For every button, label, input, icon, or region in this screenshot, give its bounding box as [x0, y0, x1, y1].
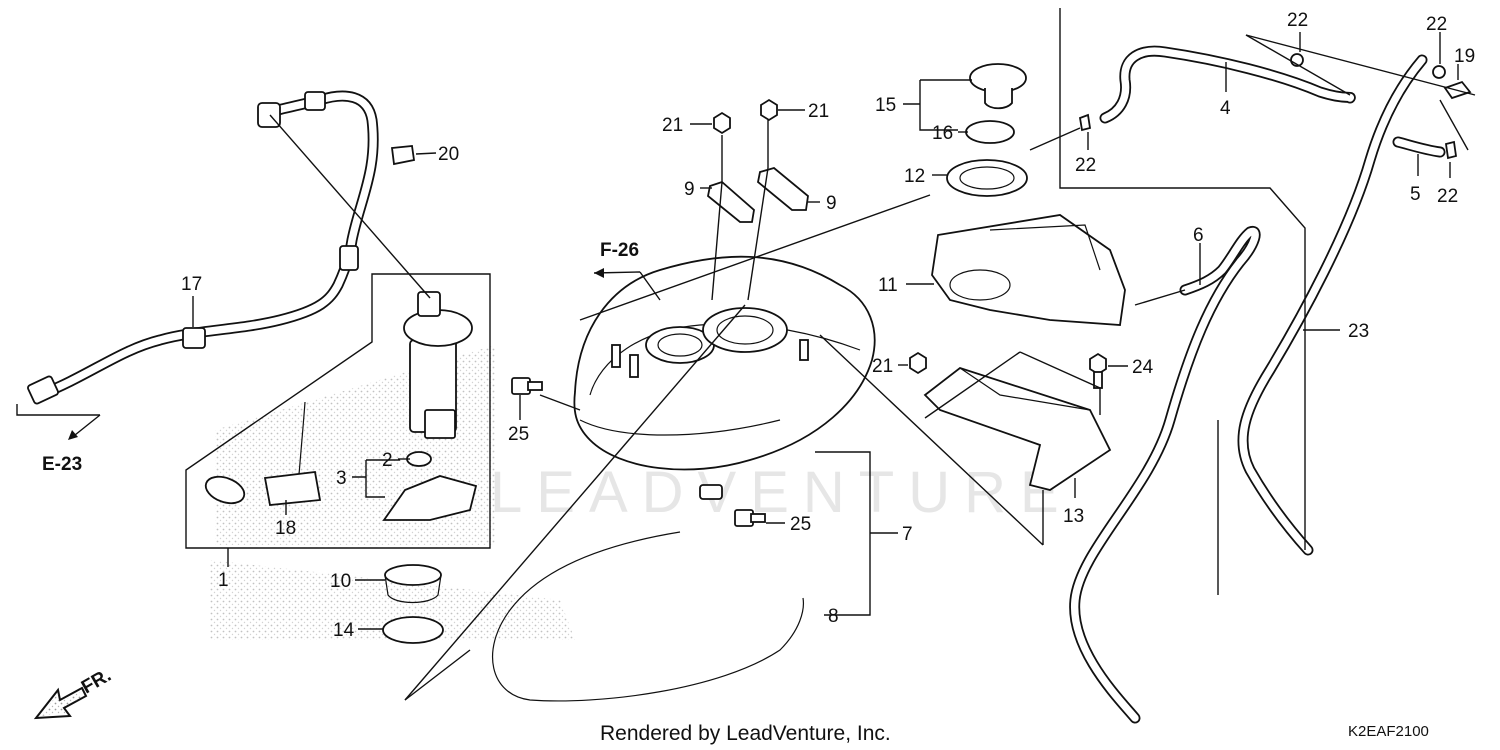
callout-22-top-right: 22 — [1426, 14, 1447, 35]
tank-stay-13 — [923, 366, 1112, 491]
callout-10: 10 — [330, 571, 351, 592]
callout-8: 8 — [828, 606, 839, 627]
callout-15: 15 — [875, 95, 896, 116]
seal-8 — [492, 531, 805, 702]
callout-1: 1 — [218, 570, 229, 591]
leader-pump-to-hose — [269, 114, 431, 299]
nut-21b — [760, 98, 778, 122]
reference-e23[interactable]: E-23 — [42, 454, 82, 475]
callouts: 17 20 1 2 3 18 10 14 21 21 21 9 9 25 25 … — [181, 10, 1475, 641]
diagram-code: K2EAF2100 — [1348, 723, 1429, 740]
stipple-shadow-bottom — [210, 560, 575, 640]
reference-e23-line — [74, 414, 101, 436]
gasket-10 — [384, 564, 442, 604]
callout-12: 12 — [904, 166, 925, 187]
bolt-25b — [734, 509, 766, 527]
bolt-25a — [511, 377, 543, 395]
callout-7: 7 — [902, 524, 913, 545]
nut-21a — [713, 111, 731, 135]
reference-f26-arrow — [594, 268, 604, 278]
callout-21-lower: 21 — [872, 356, 893, 377]
callout-3: 3 — [336, 468, 347, 489]
callout-25-left: 25 — [508, 424, 529, 445]
breather-hose-4 — [1099, 45, 1356, 124]
hose-clip-20 — [390, 145, 437, 166]
clip-22b — [1432, 65, 1446, 79]
cap-seal-16 — [965, 120, 1015, 144]
short-hose-5 — [1392, 136, 1446, 158]
fuel-feed-hose-17 — [27, 90, 379, 405]
o-ring-14 — [382, 616, 444, 644]
callout-21-mid: 21 — [808, 101, 829, 122]
clip-22c — [1078, 113, 1092, 132]
watermark: LEADVENTURE — [490, 460, 1073, 525]
drain-hose-6 — [1069, 225, 1261, 724]
fuel-pump-assembly-box — [185, 273, 491, 549]
callout-22-top-left: 22 — [1287, 10, 1308, 31]
callout-4: 4 — [1220, 98, 1231, 119]
callout-20: 20 — [438, 144, 459, 165]
tank-tray-11 — [931, 214, 1126, 326]
callout-23: 23 — [1348, 321, 1369, 342]
callout-16: 16 — [932, 123, 953, 144]
callout-9-left: 9 — [684, 179, 695, 200]
callout-2: 2 — [382, 450, 393, 471]
bolt-24 — [1089, 352, 1107, 389]
callout-25-right: 25 — [790, 514, 811, 535]
footer-rendered-by: Rendered by LeadVenture, Inc. — [600, 722, 891, 745]
tank-bracket-9a — [707, 180, 755, 223]
callout-13: 13 — [1063, 506, 1084, 527]
callout-17: 17 — [181, 274, 202, 295]
callout-9-right: 9 — [826, 193, 837, 214]
callout-14: 14 — [333, 620, 355, 641]
front-direction-arrow-icon: FR. — [33, 665, 115, 720]
callout-24: 24 — [1132, 357, 1154, 378]
reference-f26[interactable]: F-26 — [600, 240, 639, 261]
callout-11: 11 — [878, 275, 898, 296]
clip-22d — [1444, 140, 1458, 160]
nut-21c — [909, 351, 927, 375]
callout-18: 18 — [275, 518, 296, 539]
callout-19: 19 — [1454, 46, 1475, 67]
filler-seal-12 — [946, 159, 1028, 197]
callout-6: 6 — [1193, 225, 1204, 246]
callout-21-left: 21 — [662, 115, 683, 136]
fuel-cap-15 — [969, 63, 1027, 110]
callout-22-mid: 22 — [1075, 155, 1096, 176]
callout-22-right: 22 — [1437, 186, 1458, 207]
tank-bracket-9b — [757, 167, 809, 211]
reference-e23-arrow — [68, 430, 78, 440]
overflow-hose-23 — [1237, 54, 1428, 556]
callout-5: 5 — [1410, 184, 1421, 205]
